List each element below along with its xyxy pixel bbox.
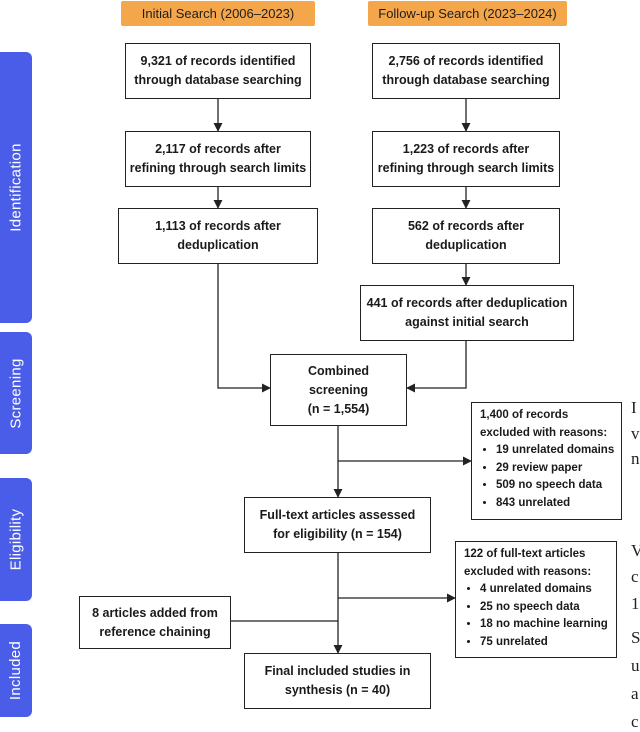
box-followup-dedup-initial: 441 of records after deduplication again… — [360, 285, 574, 341]
cutoff-glyph: 1 — [631, 594, 640, 613]
cutoff-glyph: a — [631, 684, 639, 703]
cutoff-glyph: v — [631, 424, 640, 443]
exclusion-item: 25 no speech data — [480, 599, 610, 617]
box-initial-identified: 9,321 of records identified through data… — [125, 43, 311, 99]
arrow-init-to-combined — [217, 264, 271, 393]
arrow-fu-to-combined — [406, 341, 467, 393]
box-line: 1,113 of records after — [155, 219, 281, 233]
box-line: 8 articles added from — [92, 605, 218, 620]
box-line: through database searching — [134, 73, 302, 87]
box-line: Final included studies in — [264, 664, 411, 678]
cutoff-glyph: c — [631, 567, 639, 586]
box-line: synthesis (n = 40) — [284, 683, 391, 697]
cutoff-glyph: c — [631, 712, 639, 731]
box-line: reference chaining — [99, 624, 211, 639]
box-line: refining through search limits — [129, 161, 307, 175]
header-followup-search: Follow-up Search (2023–2024) — [368, 1, 567, 26]
exclusion-title: excluded with reasons: — [480, 426, 608, 439]
box-line: deduplication — [177, 238, 259, 252]
box-line: against initial search — [405, 315, 529, 329]
exclusion-item: 843 unrelated — [496, 495, 615, 513]
box-line: Combined — [307, 363, 370, 378]
box-line: screening — [308, 382, 369, 397]
exclusion-item: 509 no speech data — [496, 477, 615, 495]
phase-identification: Identification — [0, 52, 32, 323]
cutoff-glyph: V — [631, 541, 640, 560]
box-line: (n = 1,554) — [307, 401, 370, 416]
box-line: deduplication — [425, 238, 507, 252]
box-line: 562 of records after — [407, 219, 525, 233]
box-combined-screening: Combined screening (n = 1,554) — [270, 354, 407, 426]
box-line: 9,321 of records identified — [140, 54, 296, 68]
phase-eligibility: Eligibility — [0, 478, 32, 601]
exclusion-list: 19 unrelated domains 29 review paper 509… — [480, 442, 615, 512]
exclusion-item: 19 unrelated domains — [496, 442, 615, 460]
box-line: refining through search limits — [377, 161, 555, 175]
exclusion-item: 4 unrelated domains — [480, 581, 610, 599]
exclusion-item: 29 review paper — [496, 460, 615, 478]
box-initial-dedup: 1,113 of records after deduplication — [118, 208, 318, 264]
box-line: 2,117 of records after — [155, 142, 281, 156]
cutoff-glyph: I — [631, 398, 637, 417]
box-line: Full-text articles assessed — [259, 508, 416, 522]
header-initial-search: Initial Search (2006–2023) — [121, 1, 315, 26]
box-eligibility-exclusions: 122 of full-text articles excluded with … — [455, 541, 617, 658]
exclusion-list: 4 unrelated domains 25 no speech data 18… — [464, 581, 610, 651]
cutoff-glyph: S — [631, 628, 640, 647]
exclusion-title: 122 of full-text articles — [464, 548, 586, 560]
phase-included: Included — [0, 624, 32, 717]
box-final-included: Final included studies in synthesis (n =… — [244, 653, 431, 709]
box-line: 441 of records after deduplication — [366, 296, 568, 310]
box-fulltext-assessed: Full-text articles assessed for eligibil… — [244, 497, 431, 553]
cutoff-glyph: u — [631, 656, 640, 675]
box-line: for eligibility (n = 154) — [273, 527, 402, 541]
cutoff-glyph: n — [631, 449, 640, 468]
box-followup-identified: 2,756 of records identified through data… — [372, 43, 560, 99]
box-reference-chaining: 8 articles added from reference chaining — [79, 596, 231, 649]
box-followup-refined: 1,223 of records after refining through … — [372, 131, 560, 187]
exclusion-title: 1,400 of records — [480, 409, 569, 421]
exclusion-item: 18 no machine learning — [480, 616, 610, 634]
phase-screening: Screening — [0, 332, 32, 454]
exclusion-item: 75 unrelated — [480, 634, 610, 652]
box-initial-refined: 2,117 of records after refining through … — [125, 131, 311, 187]
box-line: through database searching — [382, 73, 550, 87]
exclusion-title: excluded with reasons: — [464, 565, 592, 578]
box-line: 2,756 of records identified — [388, 54, 544, 68]
box-screening-exclusions: 1,400 of records excluded with reasons: … — [471, 402, 622, 520]
box-followup-dedup: 562 of records after deduplication — [372, 208, 560, 264]
box-line: 1,223 of records after — [402, 142, 530, 156]
